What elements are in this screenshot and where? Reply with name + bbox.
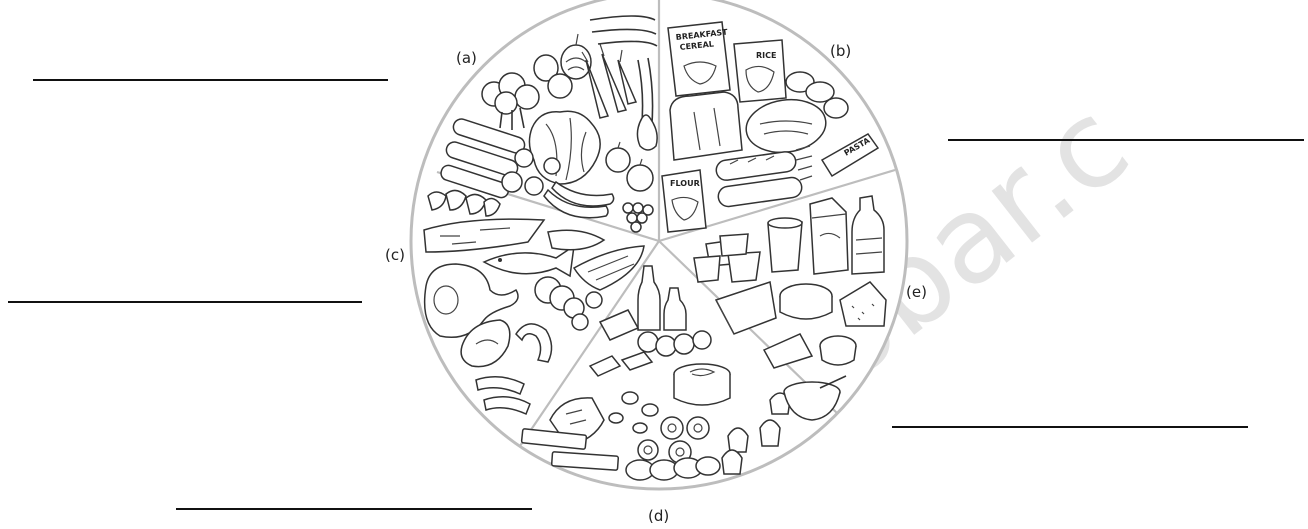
flour-bag-text: FLOUR: [670, 179, 700, 188]
bread-loaf-icon: [670, 92, 742, 160]
cake-icon: [674, 364, 730, 405]
flour-bag-icon: FLOUR: [662, 170, 706, 232]
rice-bag-text: RICE: [756, 51, 776, 60]
rice-bag-icon: RICE: [734, 40, 786, 102]
breakfast-cereal-box-icon: BREAKFAST CEREAL: [668, 22, 730, 96]
cheese-wheel-icon: [780, 284, 832, 319]
milk-carton-icon: [810, 198, 848, 274]
butter-dish-icon: [820, 336, 856, 365]
